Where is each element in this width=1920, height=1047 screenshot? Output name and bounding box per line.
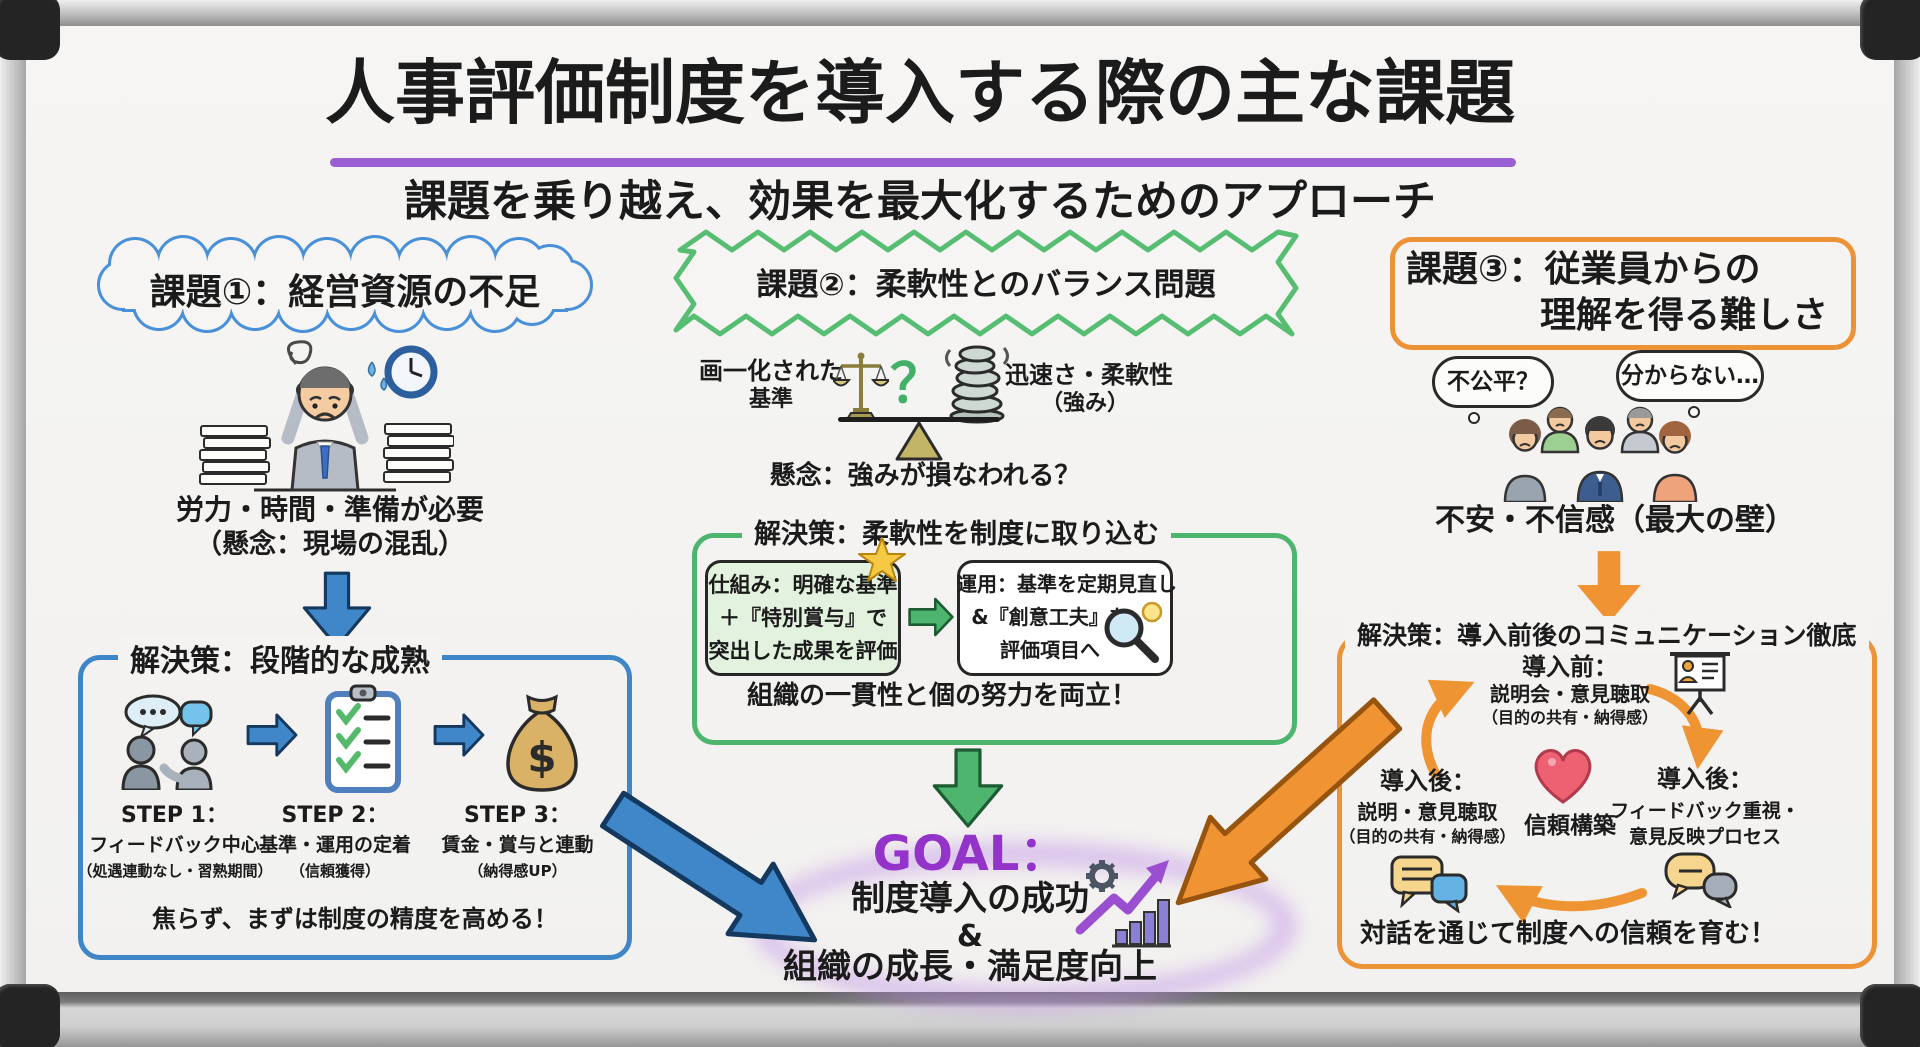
corner-cap-top-left xyxy=(0,0,60,60)
step2-label: STEP 2： xyxy=(281,803,389,828)
challenge3-problem: 不安・不信感（最大の壁） xyxy=(1435,503,1795,538)
worried-employees-icon xyxy=(1503,406,1698,502)
step1-note: （処遇連動なし・習熟期間） xyxy=(77,862,273,880)
page-subtitle: 課題を乗り越え、効果を最大化するためのアプローチ xyxy=(404,177,1436,227)
challenge3-bottom-note: 対話を通じて制度への信頼を育む！ xyxy=(1359,919,1776,949)
board-surface xyxy=(26,26,1894,992)
magnifier-bulb-icon xyxy=(1104,601,1163,663)
chat-bubbles-icon xyxy=(1390,855,1468,913)
challenge1-bottom-note: 焦らず、まずは制度の精度を高める！ xyxy=(152,905,558,933)
challenge1-heading: 課題①：経営資源の不足 xyxy=(149,272,541,313)
presentation-board-icon xyxy=(1670,652,1730,716)
down-arrow-blue-icon xyxy=(302,571,372,649)
cycle-center-label: 信頼構築 xyxy=(1524,813,1616,839)
challenge3-solution-title: 解決策：導入前後のコミュニケーション徹底 xyxy=(1345,616,1869,652)
step1-label: STEP 1： xyxy=(121,803,228,828)
money-bag-icon: $ xyxy=(506,694,578,792)
thought-cloud-icon xyxy=(1432,356,1554,408)
right-arrow-blue-icon xyxy=(433,713,485,757)
goal-line2: 組織の成長・満足度向上 xyxy=(783,947,1157,987)
step2-name: 基準・運用の定着 xyxy=(258,834,411,856)
step1-name: フィードバック中心 xyxy=(89,834,260,856)
star-icon xyxy=(858,537,906,582)
cycle-arrows xyxy=(1421,679,1724,924)
frame-right xyxy=(1894,0,1920,992)
zigzag-burst xyxy=(673,229,1299,337)
challenge1-problem-line1: 労力・時間・準備が必要 xyxy=(175,493,484,526)
cycle-before-label: 導入前： xyxy=(1522,653,1618,681)
balance-scale-icon xyxy=(833,352,889,422)
challenge1-problem-line2: （懸念：現場の混乱） xyxy=(195,529,465,560)
question-mark-icon: ？ xyxy=(890,352,944,415)
challenge3-heading-line2: 理解を得る難しさ xyxy=(1540,295,1829,336)
challenge2-solution-title: 解決策：柔軟性を制度に取り込む xyxy=(742,512,1171,551)
thought-bubble2-text: 分からない… xyxy=(1621,363,1759,389)
mechanism-line2: ＋『特別賞与』で xyxy=(719,606,887,630)
challenge2-concern: 懸念：強みが損なわれる？ xyxy=(769,461,1081,491)
thought-tail xyxy=(1688,406,1700,418)
cycle-after-left-note: （目的の共有・納得感） xyxy=(1339,827,1516,846)
checklist-icon xyxy=(325,684,401,793)
big-arrow-orange xyxy=(1140,673,1422,941)
balance-left-label-line1: 画一化された xyxy=(699,357,843,385)
heart-icon xyxy=(1534,749,1592,804)
thought-tail xyxy=(1468,412,1480,424)
chat-bubbles-icon xyxy=(1664,852,1738,908)
corner-cap-bottom-left xyxy=(0,984,60,1047)
balance-right-label-line2: （強み） xyxy=(1040,391,1129,416)
mechanism-line3: 突出した成果を評価 xyxy=(708,639,898,663)
corner-cap-bottom-right xyxy=(1860,984,1920,1047)
page-title: 人事評価制度を導入する際の主な課題 xyxy=(325,52,1515,134)
operation-line3: 評価項目へ xyxy=(1000,638,1100,662)
operation-line1: 運用：基準を定期見直し xyxy=(957,572,1177,596)
cycle-after-right-label: 導入後： xyxy=(1657,765,1753,793)
right-arrow-blue-icon xyxy=(246,713,298,757)
operation-line2: &『創意工夫』を xyxy=(971,605,1129,629)
goal-label: GOAL： xyxy=(872,826,1068,882)
seesaw-fulcrum xyxy=(895,421,943,461)
cycle-before-line: 説明会・意見聴取 xyxy=(1490,682,1650,706)
cycle-before-note: （目的の共有・納得感） xyxy=(1481,708,1658,727)
balance-left-label-line2: 基準 xyxy=(748,387,793,412)
challenge2-heading: 課題②：柔軟性とのバランス問題 xyxy=(756,267,1216,303)
challenge3-heading-box xyxy=(1390,237,1856,350)
challenge2-bottom-note: 組織の一貫性と個の努力を両立！ xyxy=(746,681,1137,711)
goal-line1: 制度導入の成功 xyxy=(851,879,1089,919)
challenge1-solution-title: 解決策：段階的な成熟 xyxy=(118,636,442,680)
cycle-after-left-line: 説明・意見聴取 xyxy=(1357,800,1498,824)
challenge3-heading-line1: 課題③：従業員からの xyxy=(1406,249,1761,290)
seesaw-plank xyxy=(838,417,1000,422)
growth-chart-gear-icon xyxy=(1075,860,1171,948)
big-arrow-blue xyxy=(582,768,844,986)
step2-note: （信頼獲得） xyxy=(289,862,380,880)
frame-top xyxy=(0,0,1920,26)
paper-stack-icon xyxy=(199,423,454,485)
cycle-after-right-line1: フィードバック重視・ xyxy=(1610,800,1800,822)
step3-name: 賃金・賞与と連動 xyxy=(441,834,594,856)
balance-right-label-line1: 迅速さ・柔軟性 xyxy=(1005,361,1173,389)
cycle-after-right-line2: 意見反映プロセス xyxy=(1628,826,1781,848)
conversation-icon xyxy=(121,694,213,790)
cycle-after-left-label: 導入後： xyxy=(1380,767,1476,795)
step3-note: （納得感UP） xyxy=(468,862,567,880)
down-arrow-green-icon xyxy=(932,748,1004,828)
stressed-worker-icon xyxy=(199,340,454,492)
goal-amp: & xyxy=(956,919,984,954)
thought-bubble1-text: 不公平？ xyxy=(1447,369,1539,395)
mechanism-line1: 仕組み：明確な基準 xyxy=(708,573,898,597)
spring-icon xyxy=(945,345,1009,424)
corner-cap-top-right xyxy=(1860,0,1920,60)
svg-text:$: $ xyxy=(527,733,556,782)
frame-left xyxy=(0,0,26,992)
title-underline xyxy=(330,158,1516,167)
down-arrow-orange-icon xyxy=(1577,551,1641,623)
right-arrow-green-icon xyxy=(908,597,954,637)
thought-cloud-icon xyxy=(1616,350,1764,402)
step3-label: STEP 3： xyxy=(464,803,571,828)
